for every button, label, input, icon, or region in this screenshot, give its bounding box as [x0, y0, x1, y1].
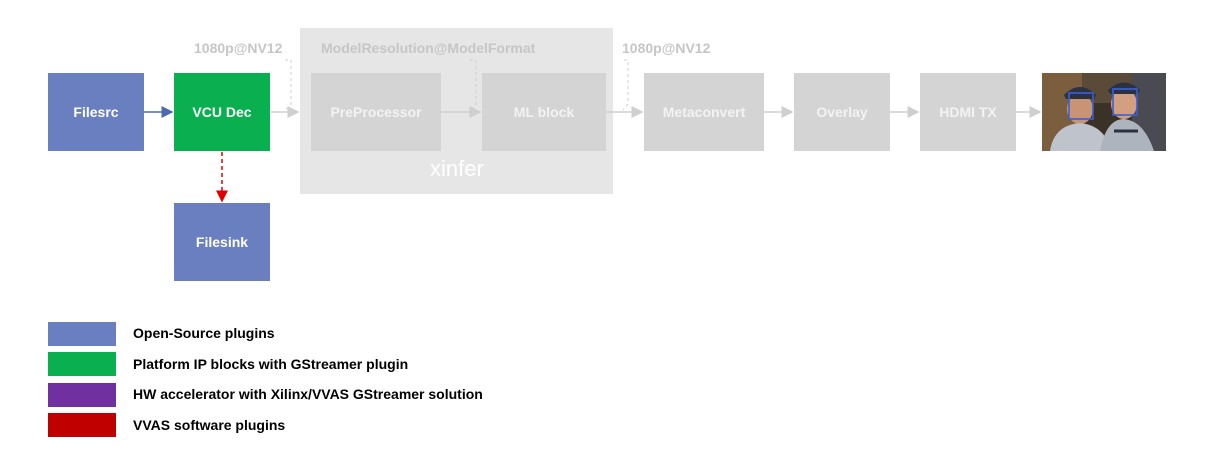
format-label-decoder-out: 1080p@NV12	[194, 40, 283, 56]
xinfer-label: xinfer	[430, 156, 484, 181]
legend-label-vvas-software: VVAS software plugins	[133, 417, 286, 433]
legend-swatch-open-source	[48, 322, 116, 346]
block-vcu-dec: VCU Dec	[174, 73, 270, 151]
legend-swatch-hw-accelerator	[48, 383, 116, 407]
block-hdmi-tx: HDMI TX	[920, 73, 1016, 151]
face-detection-photo-icon	[1042, 73, 1166, 151]
legend-label-hw-accelerator: HW accelerator with Xilinx/VVAS GStreame…	[133, 386, 483, 402]
block-overlay: Overlay	[794, 73, 890, 151]
block-preprocessor: PreProcessor	[311, 73, 441, 151]
leader-model-in	[470, 59, 477, 111]
block-ml: ML block	[482, 73, 606, 151]
format-label-xinfer-out: 1080p@NV12	[622, 40, 711, 56]
block-filesink: Filesink	[174, 203, 270, 281]
leader-xinfer-out	[622, 59, 629, 111]
legend-swatch-platform-ip	[48, 352, 116, 376]
legend-label-open-source: Open-Source plugins	[133, 325, 275, 341]
format-label-model-in: ModelResolution@ModelFormat	[321, 40, 536, 56]
block-filesrc: Filesrc	[48, 73, 144, 151]
leader-decoder-out	[285, 59, 292, 111]
block-metaconvert: Metaconvert	[644, 73, 764, 151]
legend-swatch-vvas-software	[48, 413, 116, 437]
legend-label-platform-ip: Platform IP blocks with GStreamer plugin	[133, 356, 409, 372]
